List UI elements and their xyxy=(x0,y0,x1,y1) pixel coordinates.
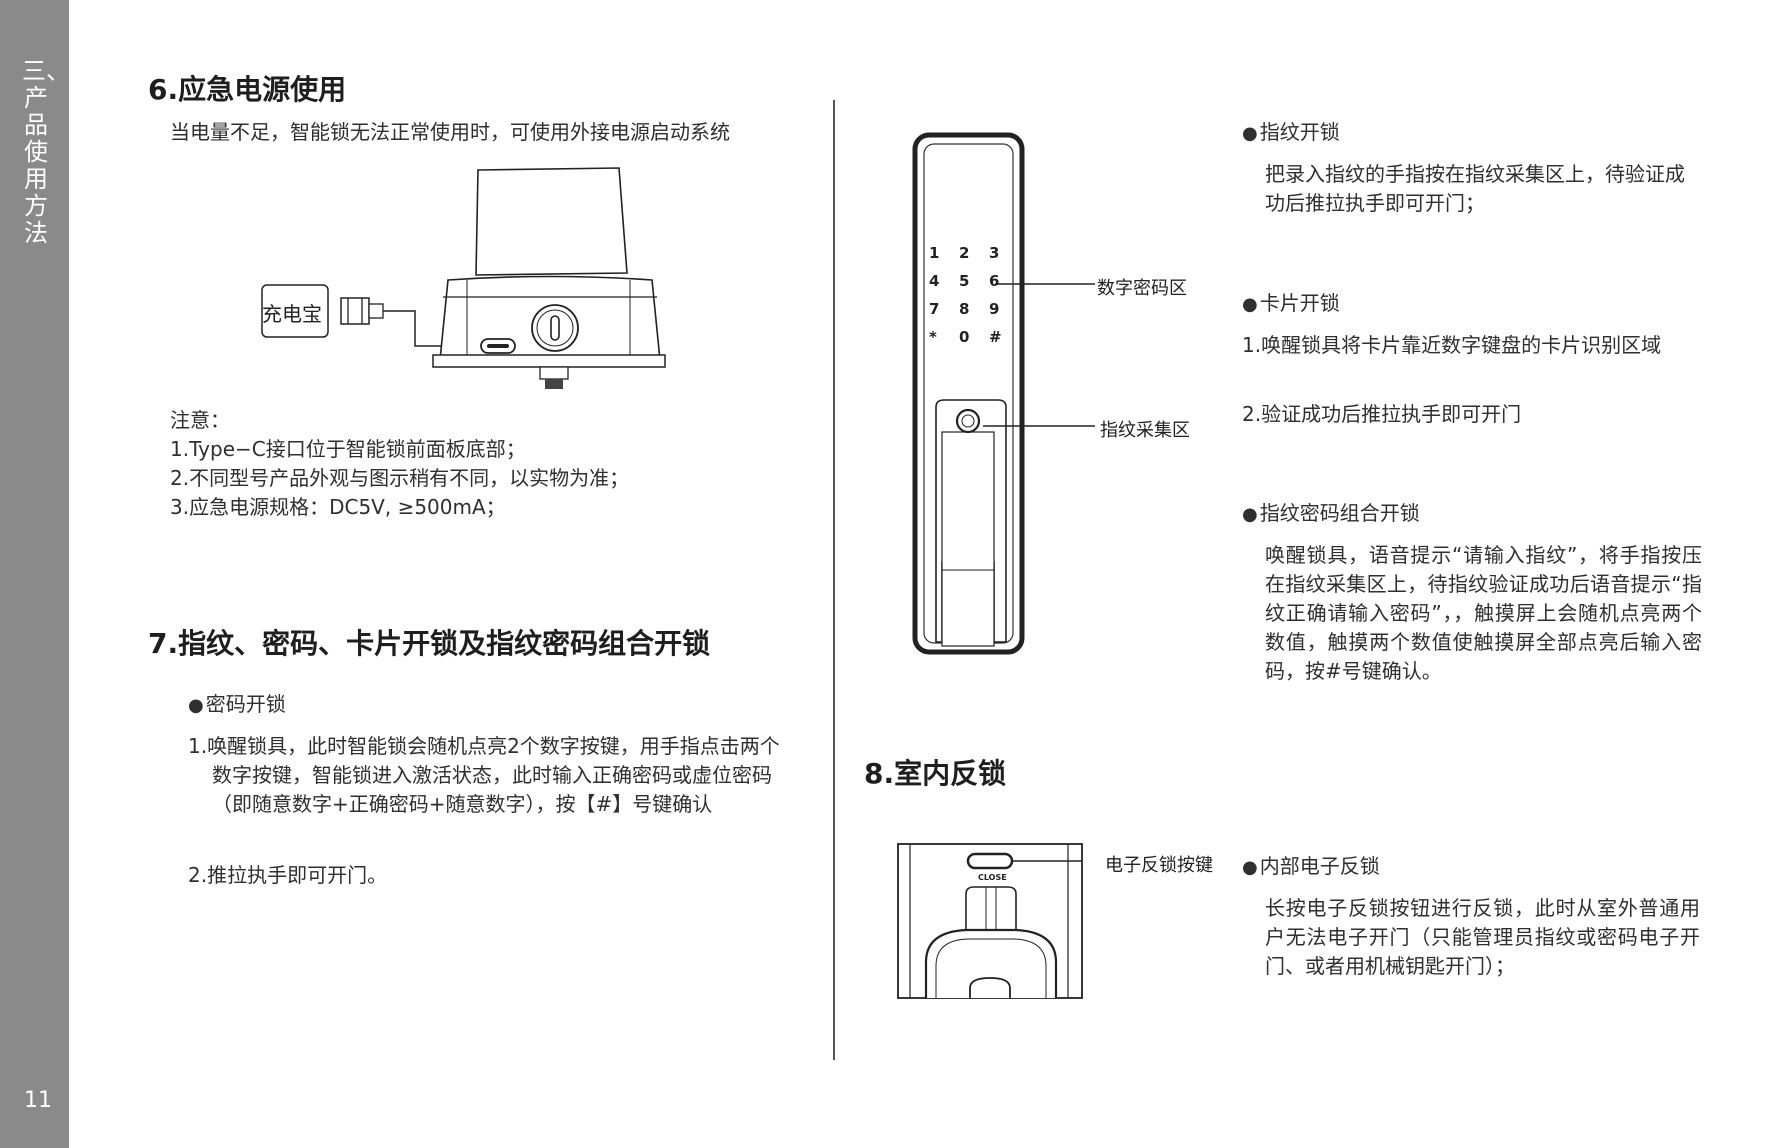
key-7: 7 xyxy=(929,300,940,318)
close-text: CLOSE xyxy=(978,873,1007,882)
card-step-1: 1.唤醒锁具将卡片靠近数字键盘的卡片识别区域 xyxy=(1242,333,1662,357)
key-5: 5 xyxy=(959,272,970,290)
fingerprint-unlock-text: 把录入指纹的手指按在指纹采集区上，待验证成功后推拉执手即可开门； xyxy=(1265,162,1685,215)
key-6: 6 xyxy=(989,272,1000,290)
powerbank-box xyxy=(261,284,329,338)
emergency-power-diagram xyxy=(261,167,666,389)
combo-unlock-text: 唤醒锁具，语音提示“请输入指纹”，将手指按压在指纹采集区上，待指纹验证成功后语音… xyxy=(1265,543,1702,683)
key-2: 2 xyxy=(959,244,970,262)
fingerprint-unlock-title: 指纹开锁 xyxy=(1242,118,1340,148)
card-step-2: 2.验证成功后推拉执手即可开门 xyxy=(1242,402,1522,426)
fingerprint-area-label: 指纹采集区 xyxy=(1100,420,1190,441)
key-8: 8 xyxy=(959,300,970,318)
key-0: 0 xyxy=(959,328,970,346)
powerbank-label: 充电宝 xyxy=(262,302,322,326)
note-3: 3.应急电源规格：DC5V, ≥500mA； xyxy=(170,495,506,519)
key-4: 4 xyxy=(929,272,940,290)
password-unlock-title: 密码开锁 xyxy=(188,690,286,720)
lock-button-label: 电子反锁按键 xyxy=(1105,855,1213,876)
password-step-2: 2.推拉执手即可开门。 xyxy=(188,863,388,887)
note-1: 1.Type−C接口位于智能锁前面板底部； xyxy=(170,437,526,461)
password-step-1: 1.唤醒锁具，此时智能锁会随机点亮2个数字按键，用手指点击两个数字按键，智能锁进… xyxy=(188,734,780,816)
callout-lines xyxy=(983,283,1095,427)
card-unlock-title: 卡片开锁 xyxy=(1242,289,1340,319)
column-divider xyxy=(833,100,835,1060)
sidebar: 三、产品使用方法 11 xyxy=(0,0,70,1148)
indoor-lock-diagram xyxy=(897,843,1083,999)
section-title: 三、产品使用方法 xyxy=(22,57,70,247)
key-hash: # xyxy=(989,328,1002,346)
section7-heading: 7.指纹、密码、卡片开锁及指纹密码组合开锁 xyxy=(148,627,711,660)
inner-lock-title: 内部电子反锁 xyxy=(1242,852,1380,882)
key-1: 1 xyxy=(929,244,940,262)
combo-unlock-title: 指纹密码组合开锁 xyxy=(1242,499,1420,529)
key-9: 9 xyxy=(989,300,1000,318)
section6-heading: 6.应急电源使用 xyxy=(148,73,347,106)
keypad-area-label: 数字密码区 xyxy=(1097,278,1187,299)
section6-intro: 当电量不足，智能锁无法正常使用时，可使用外接电源启动系统 xyxy=(170,120,730,144)
key-star: * xyxy=(929,328,937,346)
notes-title: 注意： xyxy=(170,408,230,432)
page-number: 11 xyxy=(24,1088,52,1113)
section8-heading: 8.室内反锁 xyxy=(864,757,1007,790)
lock-front-diagram xyxy=(912,132,1025,655)
inner-lock-text: 长按电子反锁按钮进行反锁，此时从室外普通用户无法电子开门（只能管理员指纹或密码电… xyxy=(1265,896,1700,978)
key-3: 3 xyxy=(989,244,1000,262)
note-2: 2.不同型号产品外观与图示稍有不同，以实物为准； xyxy=(170,466,630,490)
